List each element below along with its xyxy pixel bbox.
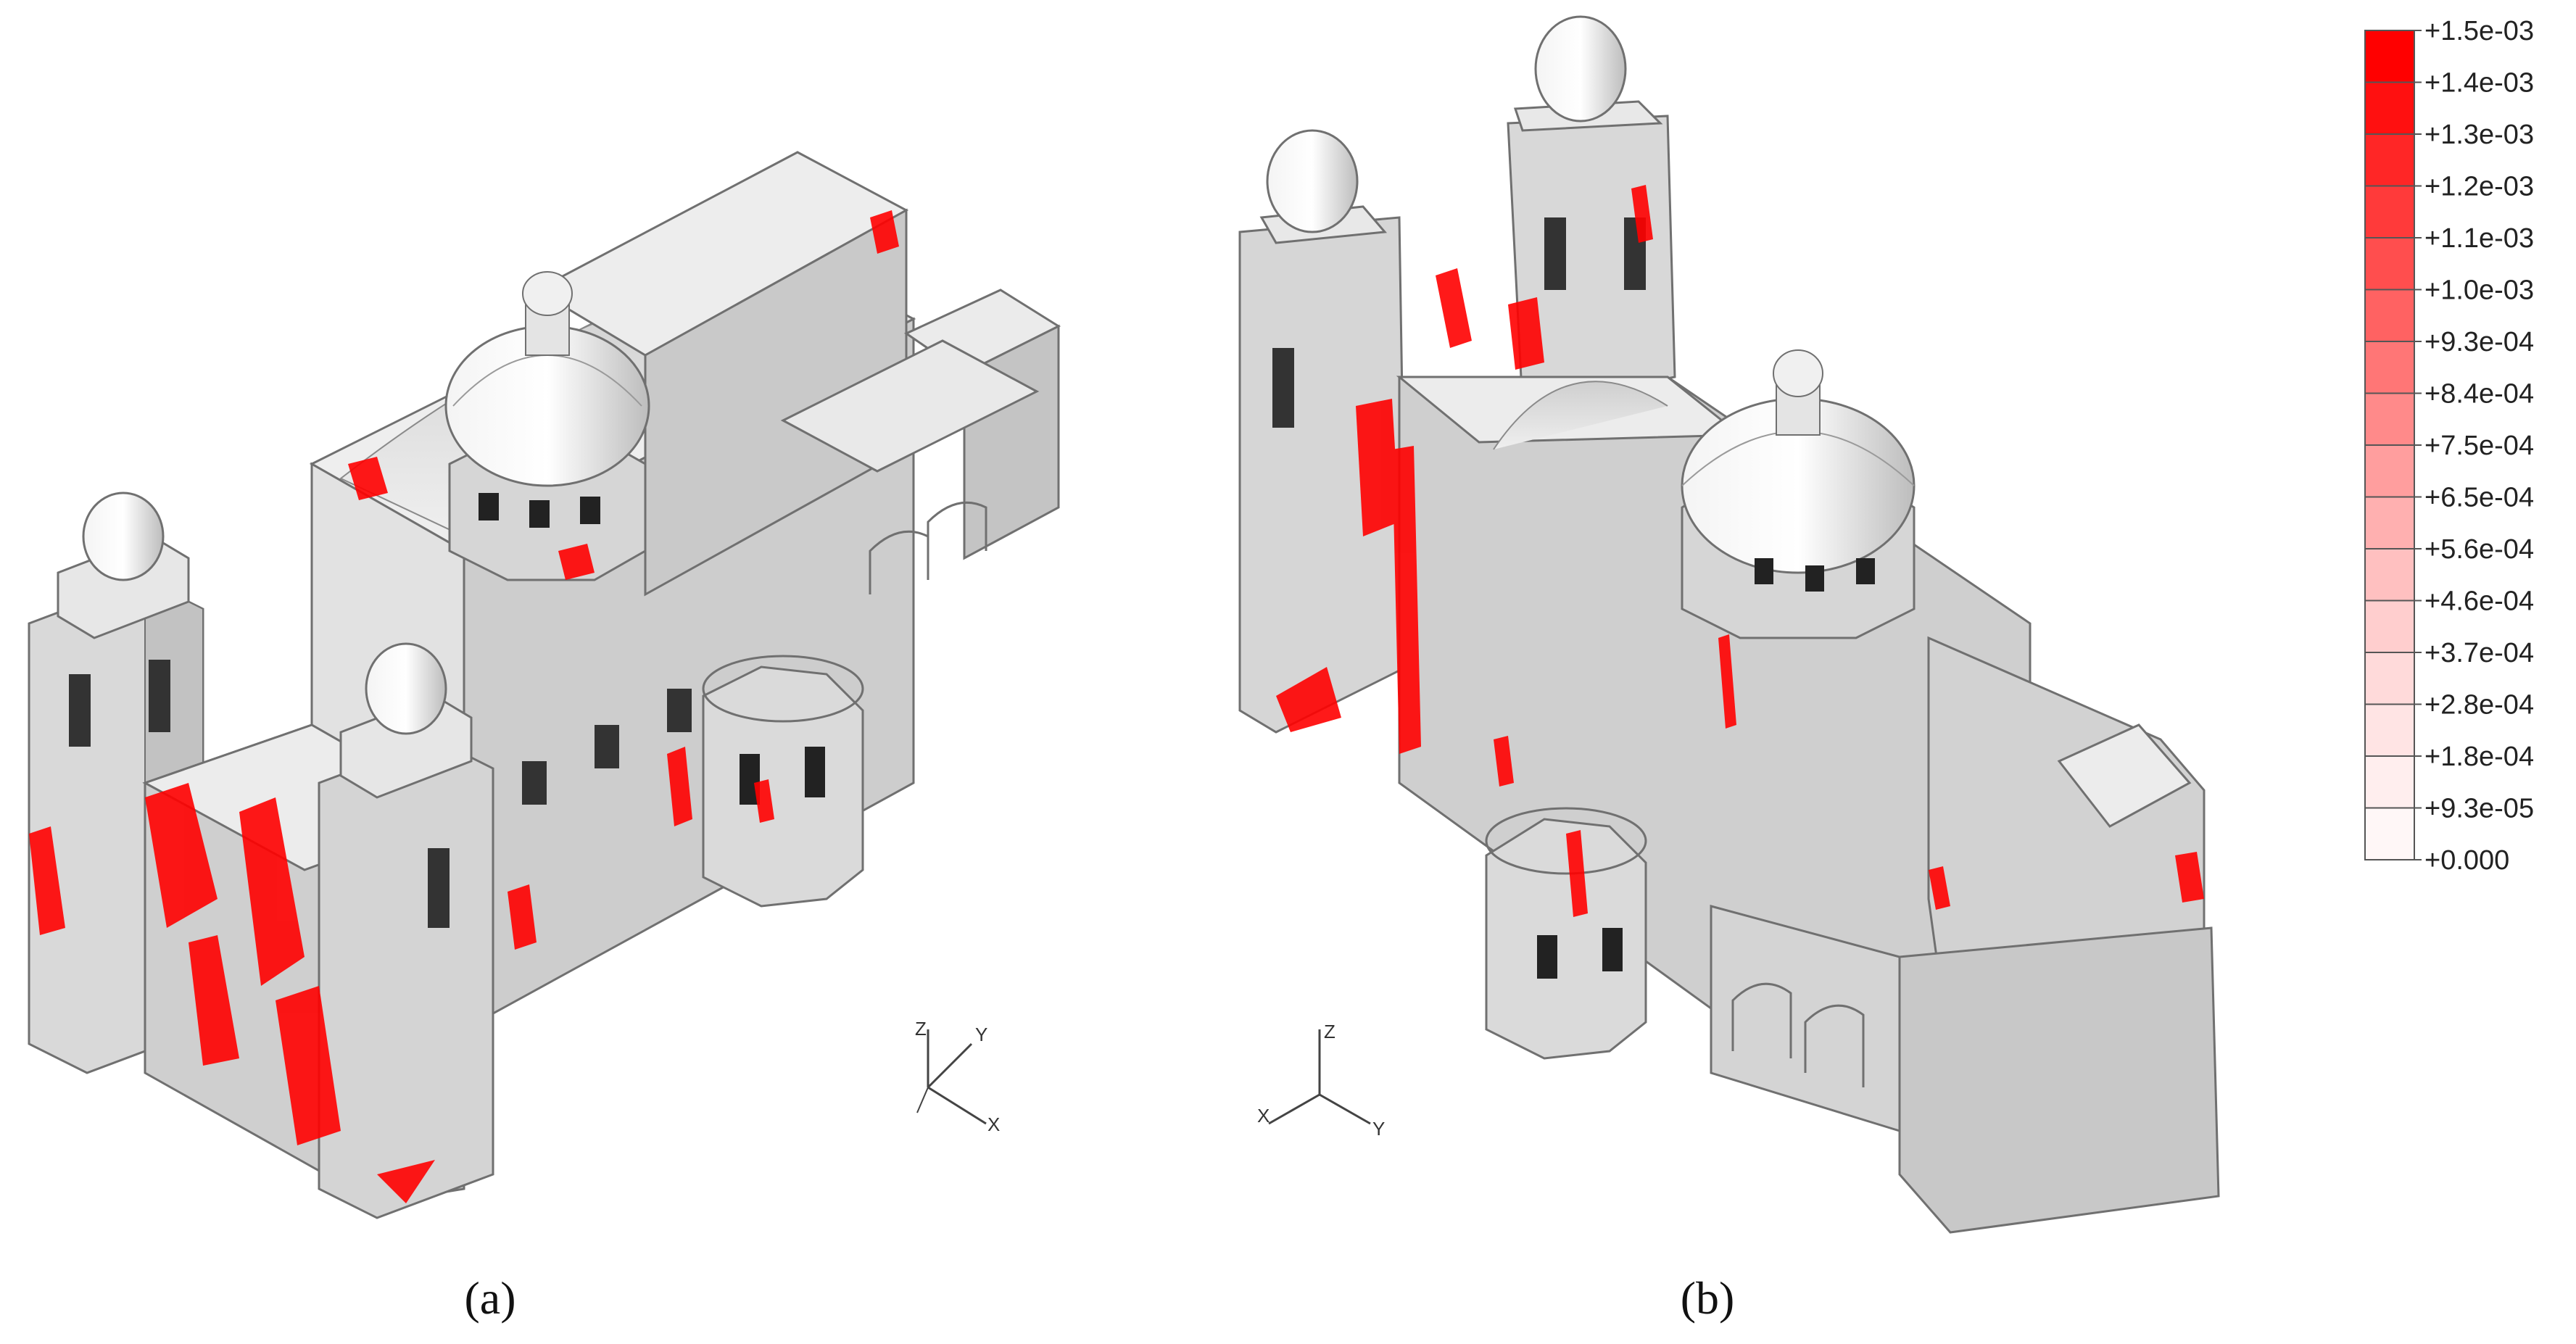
- triad-a-z-label: Z: [915, 1018, 927, 1040]
- legend-swatch: [2364, 548, 2415, 602]
- legend-label: +5.6e-04: [2424, 534, 2534, 565]
- legend-swatch: [2364, 185, 2415, 238]
- triad-b-z-label: Z: [1324, 1021, 1335, 1042]
- legend-swatch: [2364, 807, 2415, 860]
- axis-triad-b: Z X Y: [1257, 1021, 1385, 1140]
- caption-b: (b): [1681, 1272, 1735, 1324]
- legend-label: +1.1e-03: [2424, 223, 2534, 254]
- legend-labels: +1.5e-03 +1.4e-03 +1.3e-03 +1.2e-03 +1.1e-03…: [2414, 16, 2534, 876]
- axis-triad-a: Z Y X: [915, 1018, 1000, 1135]
- legend-label: +1.8e-04: [2424, 742, 2534, 772]
- legend-label: +9.3e-05: [2424, 794, 2534, 824]
- legend-label: +3.7e-04: [2424, 638, 2534, 668]
- legend-swatch: [2364, 703, 2415, 757]
- legend-label: +4.6e-04: [2424, 586, 2534, 617]
- panel-b-model: [1238, 15, 2220, 1234]
- legend-label: +2.8e-04: [2424, 690, 2534, 721]
- legend-swatch: [2364, 392, 2415, 446]
- legend-label: +6.5e-04: [2424, 483, 2534, 513]
- legend-label: +8.4e-04: [2424, 379, 2534, 410]
- legend-label: +1.5e-03: [2424, 16, 2534, 46]
- legend-swatch: [2364, 81, 2415, 135]
- triad-a-y-label: Y: [975, 1024, 987, 1045]
- legend-swatch: [2364, 237, 2415, 291]
- legend-swatch: [2364, 652, 2415, 705]
- legend-label: +1.4e-03: [2424, 68, 2534, 99]
- legend-label: +7.5e-04: [2424, 431, 2534, 461]
- legend-swatch: [2364, 755, 2415, 809]
- panel-b-damage: [1276, 185, 2204, 917]
- legend-label: +1.0e-03: [2424, 275, 2534, 306]
- triad-a-x-label: X: [987, 1113, 1000, 1135]
- legend-label: +1.2e-03: [2424, 172, 2534, 202]
- legend-label: +9.3e-04: [2424, 327, 2534, 357]
- legend-swatch: [2364, 444, 2415, 498]
- legend-swatch: [2364, 496, 2415, 549]
- triad-b-x-label: X: [1257, 1105, 1270, 1127]
- legend-swatch: [2364, 341, 2415, 394]
- legend-swatch: [2364, 289, 2415, 342]
- triad-b-y-label: Y: [1372, 1118, 1385, 1140]
- legend-swatch: [2364, 600, 2415, 653]
- legend-swatches: [2364, 30, 2415, 860]
- legend-swatch: [2364, 133, 2415, 187]
- legend-label: +0.000: [2424, 845, 2509, 876]
- panel-a-model: [28, 151, 1061, 1219]
- legend-swatch: [2364, 30, 2415, 83]
- caption-a: (a): [464, 1272, 515, 1324]
- panel-a-damage: [29, 210, 899, 1203]
- legend-label: +1.3e-03: [2424, 120, 2534, 150]
- color-legend: +1.5e-03 +1.4e-03 +1.3e-03 +1.2e-03 +1.1e-03…: [2364, 16, 2534, 876]
